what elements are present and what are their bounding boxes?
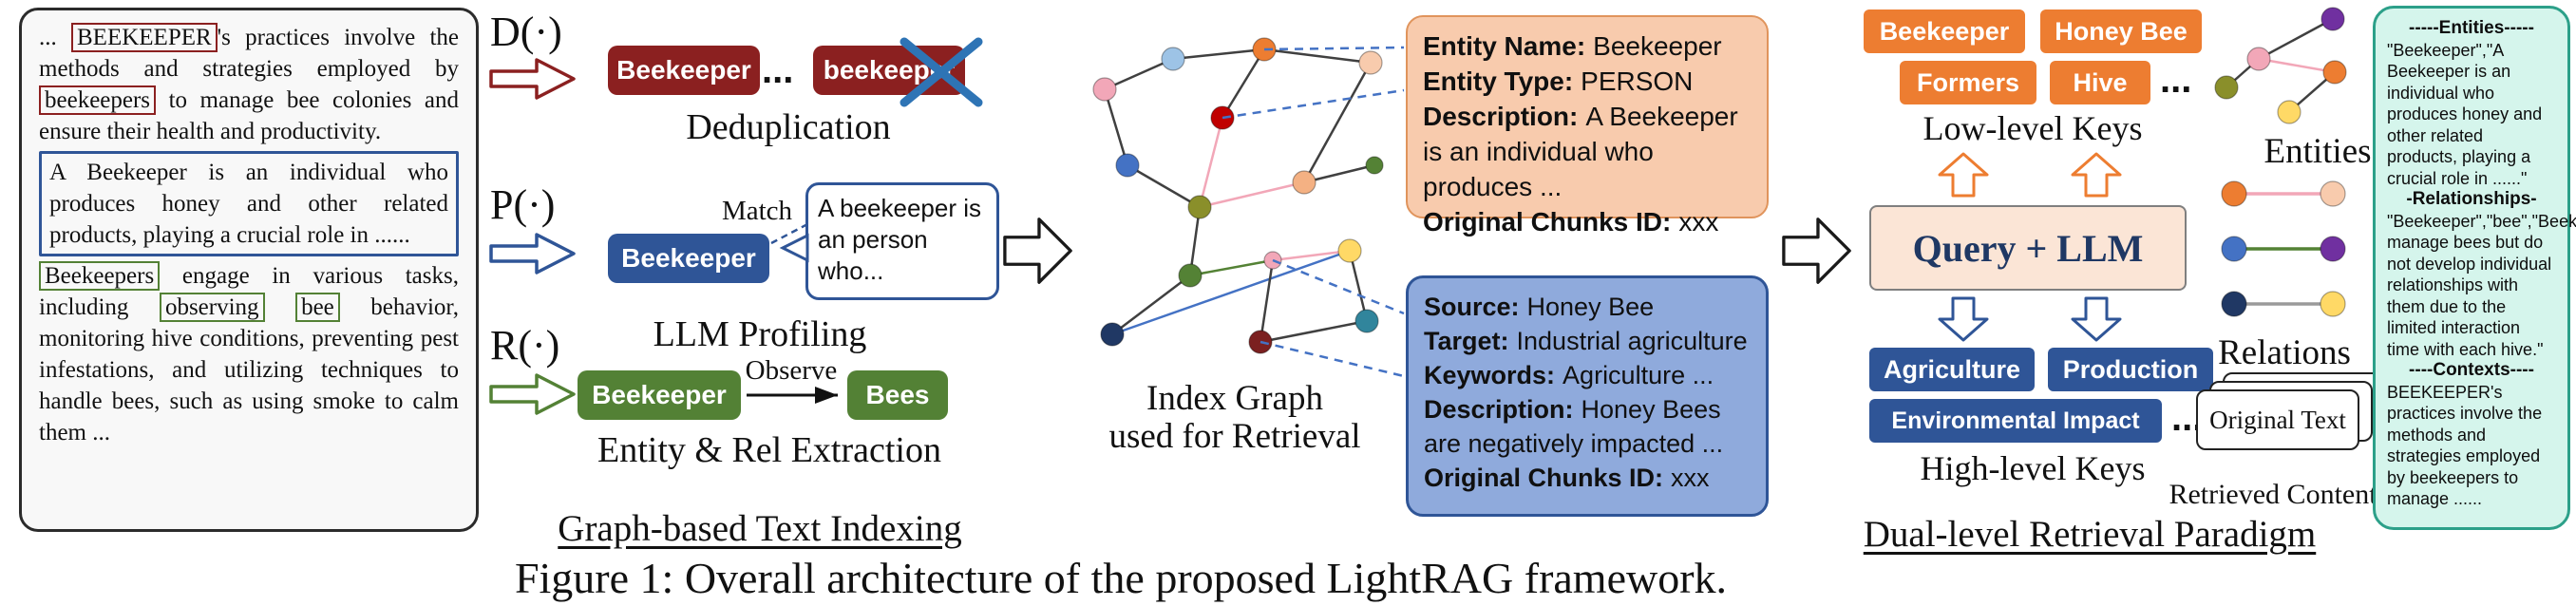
result-relationships-header: -Relationships- [2406,189,2537,209]
llm-profiling-label: LLM Profiling [653,314,867,354]
extraction-operator-label: R(·) [490,322,560,369]
entities-mini-graph [2214,7,2347,124]
entity-rel-extraction-label: Entity & Rel Extraction [597,430,941,470]
low-level-key-badge: Beekeeper [1864,9,2025,53]
dedup-operator-label: D(·) [490,9,562,55]
relation-card-field-value: xxx [1671,464,1710,492]
flow-arrow-icon [1782,213,1852,289]
entity-card-field-value: PERSON [1581,66,1694,96]
deduplication-label: Deduplication [686,107,891,147]
highlight-entity-lower: beekeepers [39,85,157,115]
retrieved-content-label: Retrieved Content [2169,479,2377,510]
highlight-profile-sentence: A Beekeeper is an individual who produce… [39,151,459,256]
down-arrow-icon [1938,296,1989,342]
dedup-ellipsis: ... [762,49,794,91]
low-level-keys-label: Low-level Keys [1923,109,2143,147]
high-level-key-badge: Production [2048,348,2213,391]
relation-card-field-value: Agriculture ... [1563,361,1714,389]
relation-card-field-value: Honey Bee [1526,293,1655,321]
low-level-key-badge: Formers [1900,61,2036,104]
relation-pairs-graphic [2221,180,2346,317]
extraction-subject-badge: Beekeeper [578,370,741,420]
extraction-operator-arrow-icon [488,372,578,416]
relations-label: Relations [2218,333,2351,372]
low-level-keys-ellipsis: ... [2160,59,2192,101]
highlight-relation-object: bee [295,293,340,322]
relation-card: Source:Honey Bee Target:Industrial agric… [1406,275,1769,517]
result-relationships-body: "Beekeeper","bee","Beekeepers manage bee… [2387,211,2576,359]
entity-card-field-label: Description: [1423,102,1579,131]
retrieved-result-box: -----Entities----- "Beekeeper","A Beekee… [2373,6,2576,530]
entity-card: Entity Name:Beekeeper Entity Type:PERSON… [1406,15,1769,237]
up-arrow-icon [2071,152,2122,198]
entity-card-field-value: A Beekeeper is an individual who produce… [1423,102,1738,201]
graph-based-text-indexing-title: Graph-based Text Indexing [558,508,962,549]
index-graph-label-line1: Index Graph [1146,379,1323,418]
observe-edge-label: Observe [745,355,838,386]
match-label: Match [721,196,793,226]
document-paragraph-1: ... BEEKEEPER's practices involve the me… [39,22,459,147]
highlight-relation-action: observing [159,293,265,322]
highlight-relation-subject: Beekeepers [39,261,161,291]
entity-card-field-value: xxx [1678,207,1719,237]
dual-level-retrieval-paradigm-title: Dual-level Retrieval Paradigm [1863,514,2317,555]
flow-arrow-icon [1003,213,1073,289]
extraction-object-badge: Bees [847,370,948,420]
high-level-keys-label: High-level Keys [1920,449,2146,487]
entities-label: Entities [2263,132,2372,171]
high-level-key-badge: Environmental Impact [1869,399,2162,443]
document-paragraph-2: Beekeepers engage in various tasks, incl… [39,260,459,448]
profile-speech-bubble: A beekeeper is an person who... [805,182,999,300]
document-text: ... [39,25,71,50]
up-arrow-icon [1938,152,1989,198]
index-graph-label-line2: used for Retrieval [1108,417,1361,456]
relation-card-field-label: Source: [1424,293,1520,321]
document-text: to manage bee colonies and ensure their … [39,87,459,144]
entity-card-field-label: Original Chunks ID: [1423,207,1672,237]
query-llm-box: Query + LLM [1869,205,2187,291]
source-document-panel: ... BEEKEEPER's practices involve the me… [19,8,479,532]
relation-card-field-label: Keywords: [1424,361,1556,389]
document-text: 's practices involve the methods and str… [39,25,460,82]
entity-card-field-label: Entity Name: [1423,31,1586,61]
relation-card-field-label: Original Chunks ID: [1424,464,1664,492]
original-text-card-front: Original Text [2196,389,2359,450]
relation-card-field-value: Honey Bees are negatively impacted ... [1424,395,1724,458]
relation-card-field-label: Target: [1424,327,1509,355]
figure-caption: Figure 1: Overall architecture of the pr… [514,554,1728,602]
highlight-entity-caps: BEEKEEPER [71,23,218,52]
profiling-operator-arrow-icon [488,232,578,275]
high-level-key-badge: Agriculture [1869,348,2035,391]
low-level-key-badge: Honey Bee [2040,9,2202,53]
index-graph [1092,37,1384,354]
result-contexts-body: BEEKEEPER's practices involve the method… [2387,382,2543,509]
entity-card-field-label: Entity Type: [1423,66,1574,96]
entity-card-field-value: Beekeeper [1593,31,1722,61]
dedup-operator-arrow-icon [488,57,578,101]
down-arrow-icon [2071,296,2122,342]
result-contexts-header: ----Contexts---- [2409,360,2534,380]
result-entities-header: -----Entities----- [2409,18,2534,38]
document-text: engage in various tasks, including [39,263,459,320]
result-entities-body: "Beekeeper","A Beekeeper is an individua… [2387,40,2543,188]
profiling-entity-badge: Beekeeper [608,234,769,283]
dedup-entity-badge: Beekeeper [608,46,760,95]
profiling-operator-label: P(·) [490,181,556,228]
document-text: behavior, monitoring hive conditions, pr… [39,294,460,445]
relation-card-field-label: Description: [1424,395,1574,424]
dedup-duplicate-badge: beekeeper [813,46,965,95]
bubble-tail-icon [779,233,809,263]
low-level-key-badge: Hive [2050,61,2150,104]
original-text-stack: Original Text [2196,372,2396,475]
relation-card-field-value: Industrial agriculture [1516,327,1748,355]
